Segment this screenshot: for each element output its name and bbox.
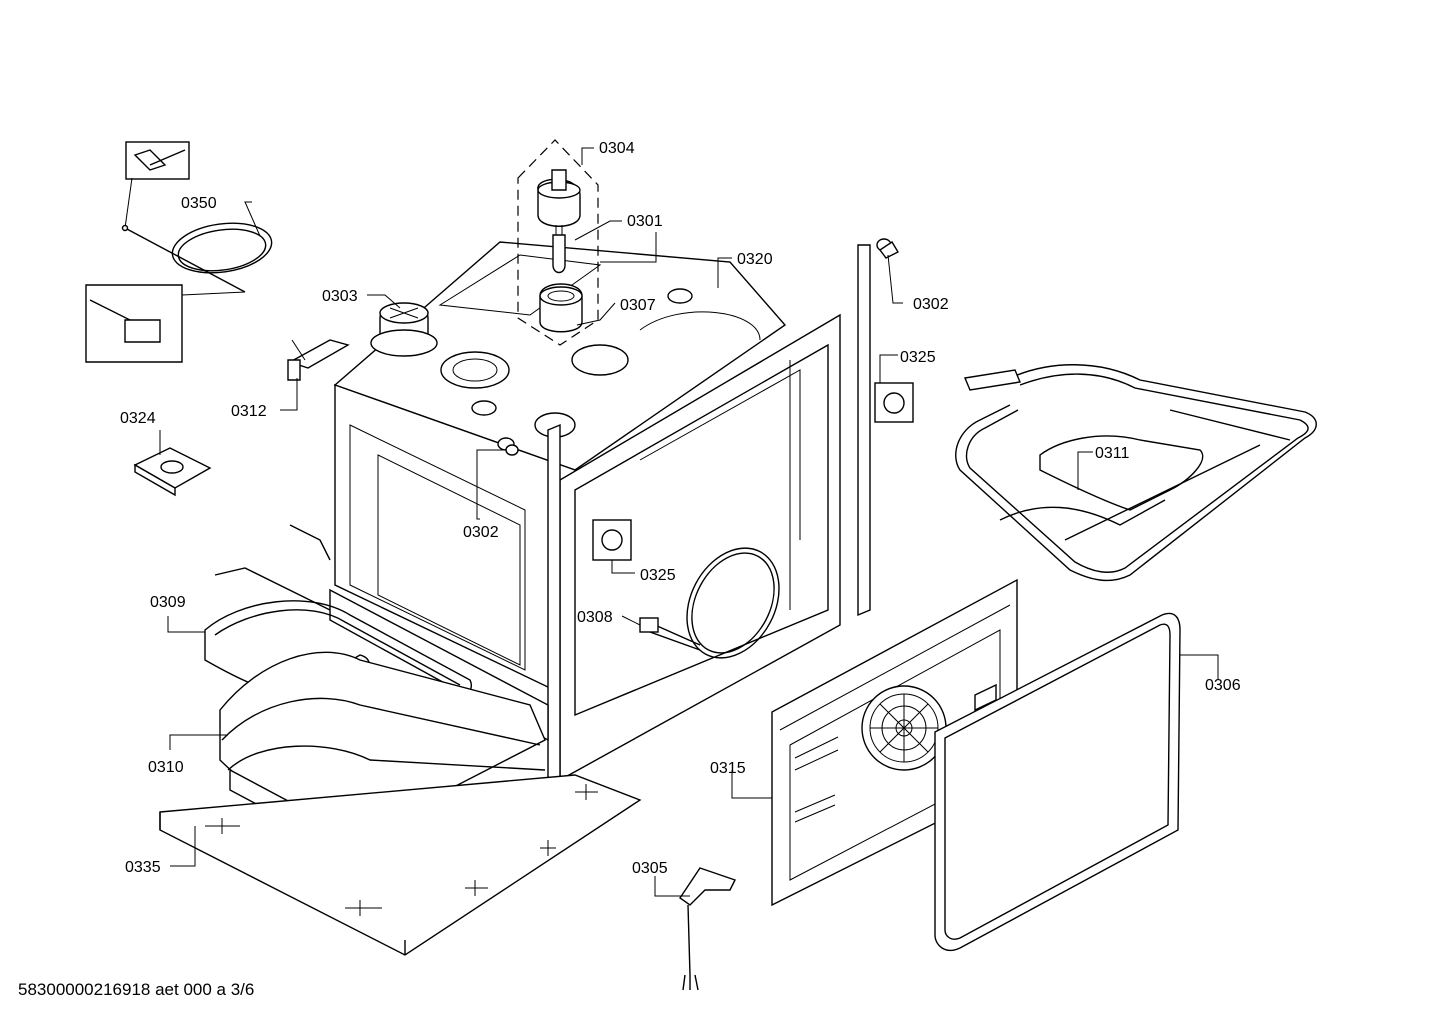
label-0305: 0305 [632, 860, 668, 877]
fan-housing-0303 [370, 302, 438, 357]
cap-0302-top [876, 238, 899, 259]
label-0320: 0320 [737, 251, 773, 268]
label-0311: 0311 [1095, 445, 1130, 462]
base-plate-0335 [159, 774, 642, 956]
sensor-cable-0350 [85, 141, 273, 363]
label-0306: 0306 [1205, 677, 1241, 694]
label-0325-inner: 0325 [640, 567, 676, 584]
door-seal-0306 [934, 612, 1181, 952]
label-0301: 0301 [627, 213, 663, 230]
label-0308: 0308 [577, 609, 613, 626]
label-0302-top: 0302 [913, 296, 949, 313]
label-0315: 0315 [710, 760, 746, 777]
label-0325-right: 0325 [900, 349, 936, 366]
washer-0324 [133, 447, 212, 497]
label-0310: 0310 [148, 759, 184, 776]
cap-0302-mid [497, 437, 519, 456]
back-panel-0315 [771, 578, 1018, 907]
plug-0325-inner [592, 519, 632, 561]
power-cable-0305 [679, 867, 736, 991]
leader-lines [159, 147, 1219, 897]
label-0304: 0304 [599, 140, 635, 157]
label-0335: 0335 [125, 859, 161, 876]
label-0307: 0307 [620, 297, 656, 314]
label-0302-mid: 0302 [463, 524, 499, 541]
part-labels: 0304 0301 0350 0320 0303 0307 0302 0325 … [120, 140, 1241, 877]
label-0303: 0303 [322, 288, 358, 305]
document-reference: 58300000216918 aet 000 a 3/6 [18, 980, 255, 999]
lamp-assembly-group [517, 139, 599, 346]
label-0324: 0324 [120, 410, 156, 427]
grill-heater-0311 [955, 364, 1317, 582]
ring-heater-0308 [639, 547, 780, 659]
bracket-0312 [287, 339, 350, 381]
label-0309: 0309 [150, 594, 186, 611]
plug-0325-right [874, 382, 914, 423]
label-0312: 0312 [231, 403, 267, 420]
label-0350: 0350 [181, 195, 217, 212]
